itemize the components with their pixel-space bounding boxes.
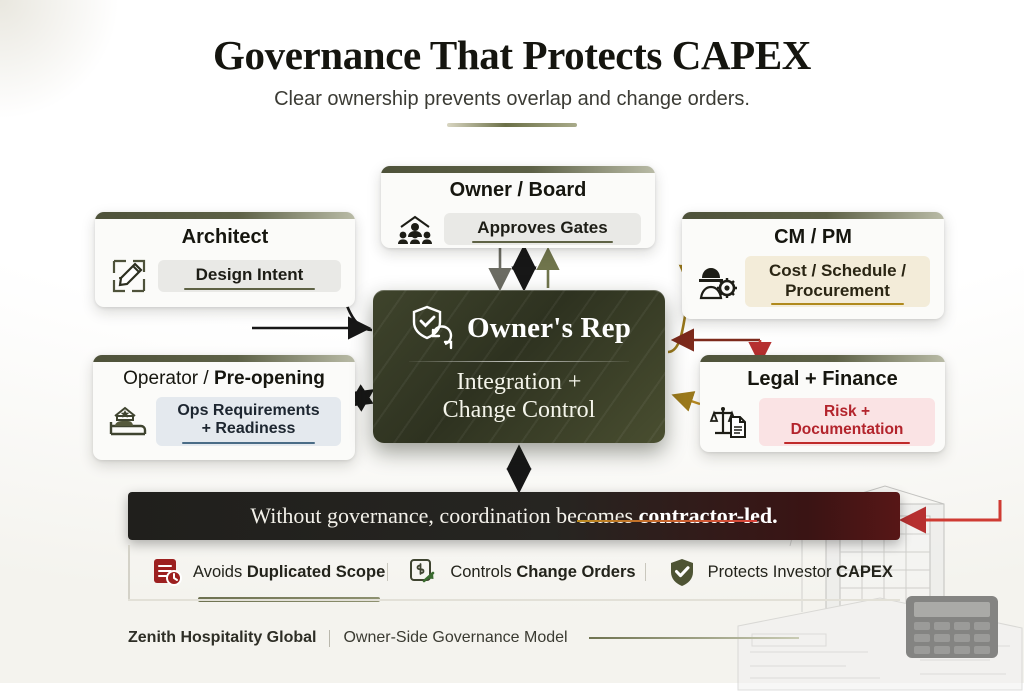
footer-model: Owner-Side Governance Model [343, 629, 568, 646]
benefit-label: Protects Investor CAPEX [708, 562, 893, 582]
benefit-label: Avoids Duplicated Scope [193, 562, 385, 582]
hub-subtitle-line2: Change Control [442, 397, 596, 424]
shield-check-refresh-icon [407, 302, 459, 354]
change-order-icon [409, 557, 439, 587]
node-chip: Cost / Schedule / Procurement [745, 256, 930, 308]
warning-banner: Without governance, coordination becomes… [128, 492, 900, 540]
benefit-label-plain: Protects Investor [707, 562, 837, 581]
node-chip: Risk + Documentation [759, 398, 935, 446]
title-divider [447, 123, 577, 128]
node-chip: Design Intent [158, 260, 341, 292]
hub-subtitle-line1: Integration + [456, 369, 582, 395]
card-accent-bar [682, 212, 944, 219]
node-chip-label: Approves Gates [477, 218, 608, 238]
node-chip-label: Design Intent [195, 265, 304, 285]
card-accent-bar [381, 166, 655, 173]
benefit-item-protects-capex: Protects Investor CAPEX [644, 557, 902, 587]
people-group-icon [395, 209, 435, 248]
benefit-label-bold: Change Orders [516, 562, 636, 581]
hub-owners-rep[interactable]: Owner's Rep Integration + Change Control [373, 290, 665, 443]
benefit-label-bold: CAPEX [836, 562, 893, 581]
footer-separator [329, 629, 331, 647]
node-chip-line2: + Readiness [201, 420, 296, 438]
hub-subtitle: Integration + Change Control [389, 368, 649, 425]
node-title-plain: Operator / [123, 368, 214, 389]
card-accent-bar [93, 355, 355, 362]
node-title: Architect [181, 226, 269, 248]
node-title: Legal + Finance [747, 368, 898, 390]
benefits-baseline [128, 599, 900, 601]
node-chip: Approves Gates [444, 213, 641, 245]
card-accent-bar [95, 212, 355, 219]
footer-rule [588, 637, 799, 639]
page-title: Governance That Protects CAPEX [213, 32, 811, 78]
scales-document-icon [709, 402, 750, 442]
node-title: Operator / Pre-opening [93, 368, 355, 390]
blueprint-pencil-icon [109, 256, 149, 296]
benefit-label-plain: Avoids [193, 562, 247, 581]
hub-title: Owner's Rep [466, 311, 632, 344]
card-accent-bar [700, 355, 945, 362]
node-chip-line1: Ops Requirements [177, 402, 320, 419]
warning-banner-text: Without governance, coordination becomes… [250, 503, 777, 529]
node-title: Owner / Board [449, 179, 587, 201]
hotel-bed-icon [107, 401, 147, 441]
document-clock-icon [152, 557, 182, 587]
hub-divider [409, 361, 629, 362]
corner-vignette [0, 0, 120, 120]
hardhat-gear-icon [696, 262, 737, 302]
benefit-label: Controls Change Orders [450, 562, 635, 582]
footer: Zenith Hospitality Global Owner-Side Gov… [128, 626, 918, 650]
node-operator-preopening[interactable]: Operator / Pre-opening Ops Requirements … [93, 355, 355, 460]
node-chip-line1: Cost / Schedule / [769, 261, 906, 280]
benefit-label-bold: Duplicated Scope [246, 562, 386, 581]
footer-brand: Zenith Hospitality Global [128, 629, 317, 646]
page-subtitle: Clear ownership prevents overlap and cha… [274, 88, 750, 111]
node-title-bold: Pre-opening [213, 368, 325, 389]
node-owner-board[interactable]: Owner / Board Approves Gates [381, 166, 655, 248]
benefit-item-duplicated-scope: Avoids Duplicated Scope [130, 557, 387, 587]
node-chip-label: Risk + Documentation [790, 403, 904, 438]
node-legal-finance[interactable]: Legal + Finance Risk + Documentation [700, 355, 945, 452]
shield-check-icon [667, 557, 697, 587]
benefits-strip: Avoids Duplicated Scope Controls Change … [128, 545, 902, 599]
benefit-label-plain: Controls [450, 562, 517, 581]
warning-text-plain: Without governance, coordination becomes [250, 503, 639, 528]
benefit-item-change-orders: Controls Change Orders [387, 557, 644, 587]
node-architect[interactable]: Architect Design Intent [95, 212, 355, 307]
node-chip-line2: Procurement [785, 280, 890, 300]
header: Governance That Protects CAPEX Clear own… [0, 32, 1024, 128]
node-title: CM / PM [774, 226, 852, 248]
warning-text-bold: contractor-led. [638, 503, 778, 528]
node-cm-pm[interactable]: CM / PM Cost / Schedule / Procurement [682, 212, 944, 319]
node-chip: Ops Requirements + Readiness [156, 397, 341, 446]
